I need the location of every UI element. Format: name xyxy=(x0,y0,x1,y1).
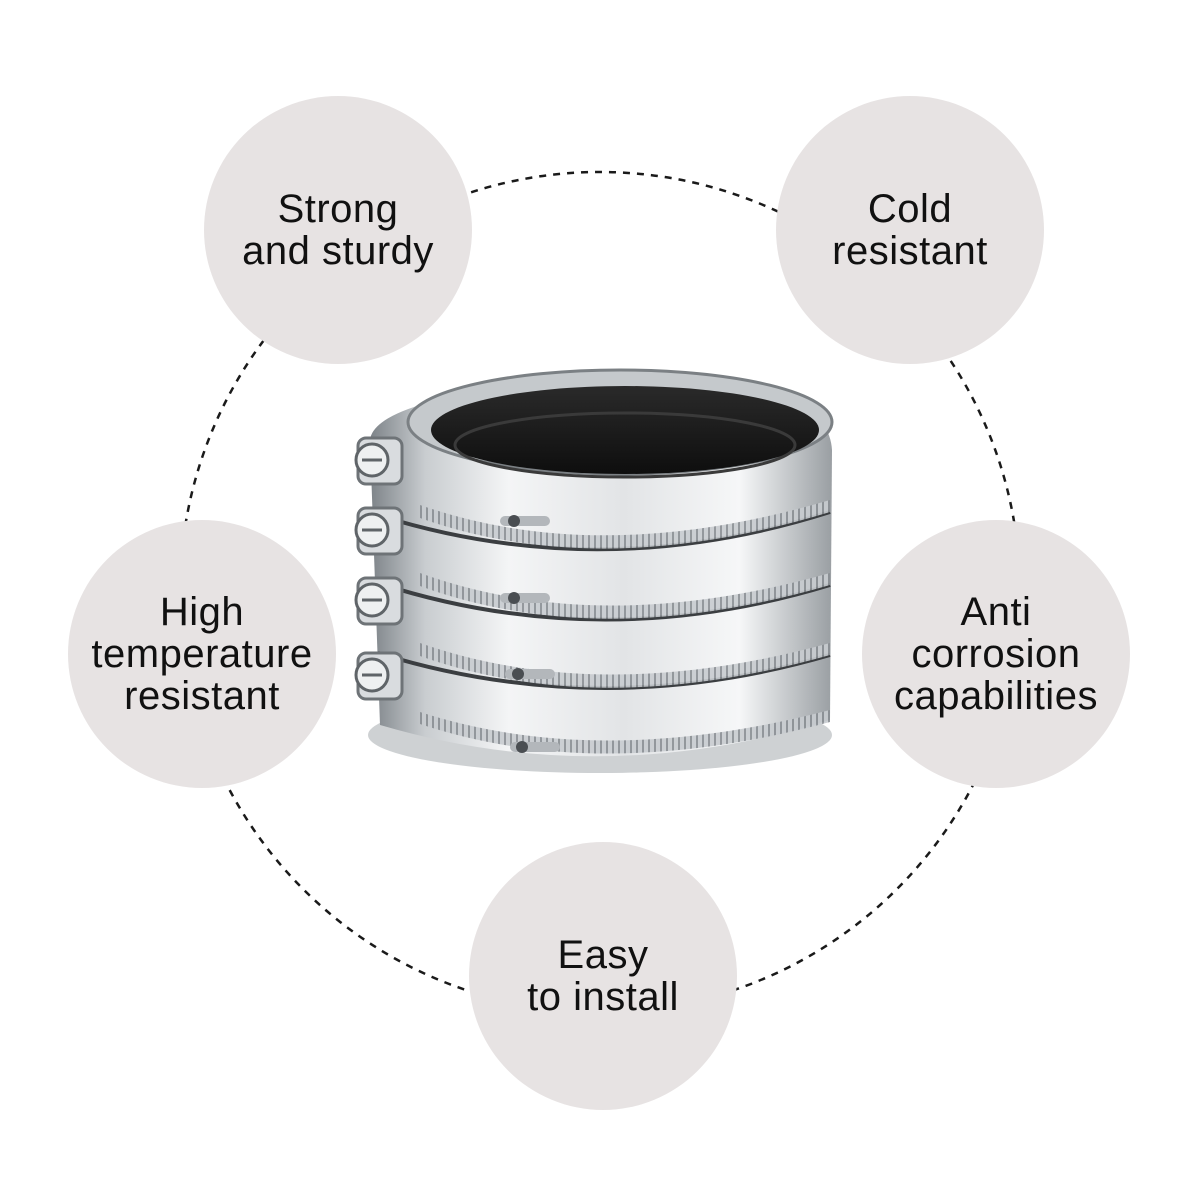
band-separators xyxy=(377,510,831,690)
feature-label: Strong and sturdy xyxy=(242,187,434,273)
feature-easy-to-install: Easy to install xyxy=(469,842,737,1110)
feature-label: High temperature resistant xyxy=(91,590,313,718)
rubber-sleeve-inner-ridge xyxy=(453,411,797,479)
feature-label: Cold resistant xyxy=(832,187,988,273)
feature-cold-resistant: Cold resistant xyxy=(776,96,1044,364)
band-rivets xyxy=(500,515,560,753)
feature-high-temperature-resistant: High temperature resistant xyxy=(68,520,336,788)
rubber-sleeve-opening xyxy=(431,386,819,474)
feature-anti-corrosion: Anti corrosion capabilities xyxy=(862,520,1130,788)
screw-housings xyxy=(354,436,404,701)
feature-strong-and-sturdy: Strong and sturdy xyxy=(204,96,472,364)
feature-label: Anti corrosion capabilities xyxy=(894,590,1098,718)
feature-label: Easy to install xyxy=(527,933,679,1019)
